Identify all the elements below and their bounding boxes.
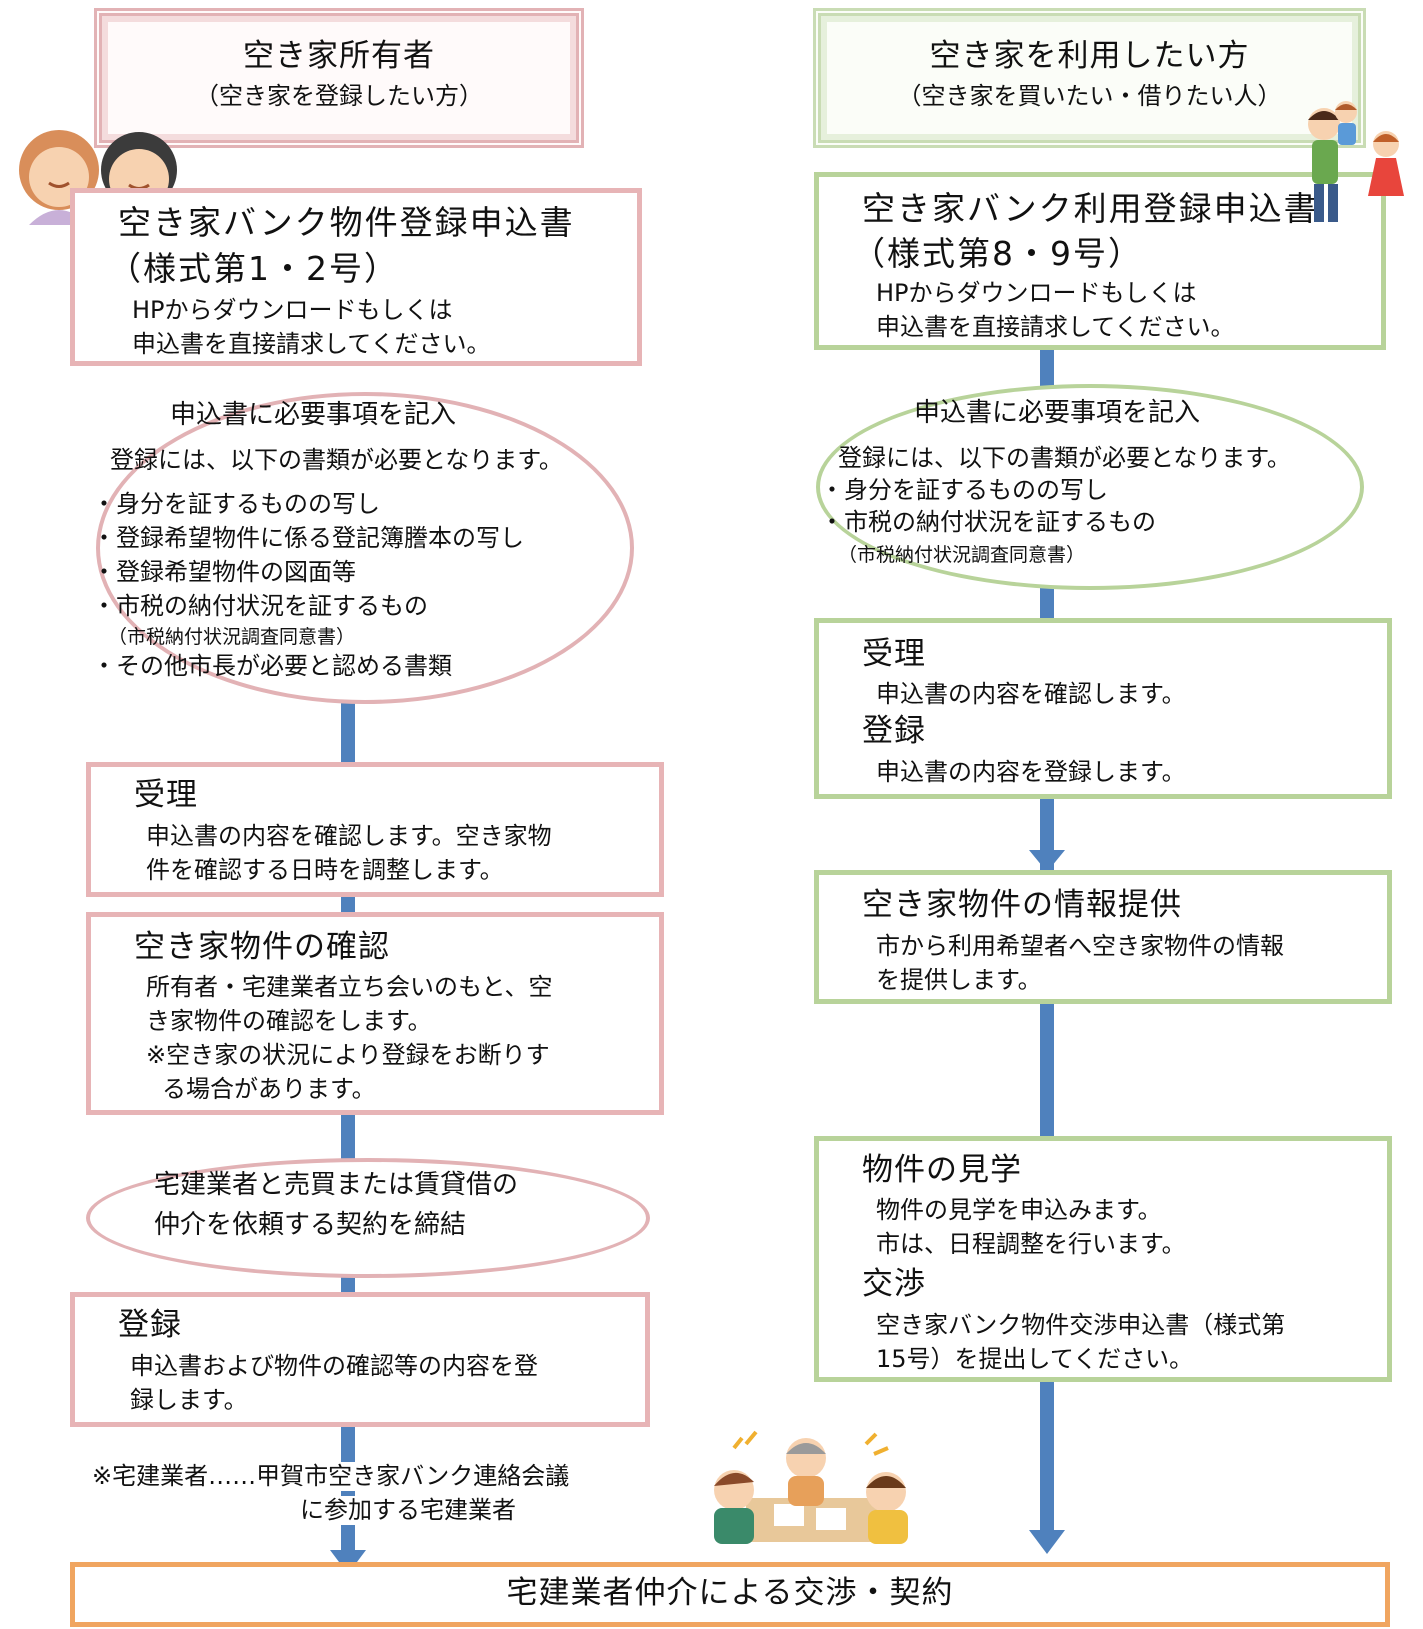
left-step1-title: 空き家バンク物件登録申込書 <box>118 203 575 242</box>
right-header-box <box>813 8 1366 148</box>
left-step5-line2: 仲介を依頼する契約を締結 <box>154 1210 467 1240</box>
left-step6-title: 登録 <box>118 1307 182 1343</box>
left-step2-intro: 登録には、以下の書類が必要となります。 <box>110 446 563 474</box>
right-step2-item-3: （市税納付状況調査同意書） <box>838 544 1086 566</box>
left-step4-body-line4: る場合があります。 <box>162 1075 376 1103</box>
left-step6-body-line2: 録します。 <box>130 1386 248 1414</box>
right-step4-body-line2: を提供します。 <box>876 966 1042 994</box>
left-step6-body-line1: 申込書および物件の確認等の内容を登 <box>130 1352 538 1380</box>
right-step1-title: 空き家バンク利用登録申込書 <box>862 189 1319 228</box>
left-header-subtitle: （空き家を登録したい方） <box>195 82 483 110</box>
left-step1-body-line2: 申込書を直接請求してください。 <box>132 330 491 358</box>
right-step3b-title: 登録 <box>862 713 926 749</box>
right-step5-body-line1: 物件の見学を申込みます。 <box>876 1196 1162 1224</box>
right-step2-oval <box>816 384 1364 590</box>
right-step4-title: 空き家物件の情報提供 <box>862 887 1182 923</box>
right-step2-item-2: ・市税の納付状況を証するもの <box>820 508 1156 536</box>
final-title: 宅建業者仲介による交渉・契約 <box>506 1575 954 1611</box>
left-header-title: 空き家所有者 <box>243 38 435 74</box>
left-step1-form-number: （様式第1・2号） <box>108 249 399 288</box>
left-note-line2: に参加する宅建業者 <box>300 1496 516 1525</box>
left-step1-body-line1: HPからダウンロードもしくは <box>132 296 453 324</box>
right-final-arrow-head <box>1029 1530 1065 1554</box>
right-step1-form-number: （様式第8・9号） <box>852 234 1143 273</box>
right-step3-title: 受理 <box>862 636 926 672</box>
right-step3-box <box>814 618 1392 799</box>
left-step2-item-3: ・登録希望物件の図面等 <box>92 558 356 586</box>
left-step2-item-1: ・身分を証するものの写し <box>92 490 380 518</box>
family-illustration <box>1308 101 1404 222</box>
right-step5b-title: 交渉 <box>862 1266 926 1302</box>
right-step5-box <box>814 1136 1392 1382</box>
right-step5b-body-line1: 空き家バンク物件交渉申込書（様式第 <box>876 1311 1286 1339</box>
left-note-line1: ※宅建業者……甲賀市空き家バンク連絡会議 <box>92 1462 570 1491</box>
right-step5-body-line2: 市は、日程調整を行います。 <box>876 1230 1186 1258</box>
left-step4-body-line2: き家物件の確認をします。 <box>146 1007 432 1035</box>
right-step4-body-line1: 市から利用希望者へ空き家物件の情報 <box>876 932 1284 960</box>
left-step2-oval <box>96 392 634 704</box>
right-header-subtitle: （空き家を買いたい・借りたい人） <box>897 82 1282 110</box>
right-step3-body: 申込書の内容を確認します。 <box>876 680 1186 708</box>
left-step1-box <box>70 188 642 366</box>
left-step2-title: 申込書に必要事項を記入 <box>170 400 457 430</box>
left-step5-line1: 宅建業者と売買または賃貸借の <box>154 1170 519 1200</box>
left-step6-box <box>70 1292 650 1427</box>
left-step3-body-line1: 申込書の内容を確認します。空き家物 <box>146 822 552 850</box>
left-step3-box <box>86 762 664 897</box>
left-header-box <box>94 8 584 148</box>
left-step3-title: 受理 <box>134 777 198 813</box>
left-step2-item-6: ・その他市長が必要と認める書類 <box>92 652 452 680</box>
right-step1-body-line2: 申込書を直接請求してください。 <box>876 313 1235 341</box>
right-mid-arrow-head <box>1029 850 1065 872</box>
left-step4-body-line1: 所有者・宅建業者立ち会いのもと、空 <box>146 973 553 1001</box>
right-step5b-body-line2: 15号）を提出してください。 <box>876 1345 1194 1373</box>
left-step3-body-line2: 件を確認する日時を調整します。 <box>146 856 504 884</box>
left-step5-oval <box>86 1158 650 1278</box>
right-step2-item-1: ・身分を証するものの写し <box>820 476 1108 504</box>
right-step2-intro: 登録には、以下の書類が必要となります。 <box>838 444 1291 472</box>
right-step4-box <box>814 870 1392 1004</box>
right-step5-title: 物件の見学 <box>862 1152 1022 1188</box>
left-step2-item-4: ・市税の納付状況を証するもの <box>92 592 428 620</box>
left-step2-item-2: ・登録希望物件に係る登記簿謄本の写し <box>92 524 524 552</box>
left-step4-title: 空き家物件の確認 <box>134 929 390 965</box>
right-step1-box <box>814 172 1386 350</box>
right-step3b-body: 申込書の内容を登録します。 <box>876 758 1186 786</box>
right-header-title: 空き家を利用したい方 <box>929 38 1250 74</box>
left-step4-body-line3: ※空き家の状況により登録をお断りす <box>146 1041 550 1069</box>
right-step1-body-line1: HPからダウンロードもしくは <box>876 279 1197 307</box>
left-step4-box <box>86 912 664 1115</box>
left-step2-item-5: （市税納付状況調査同意書） <box>108 626 356 648</box>
meeting-illustration <box>714 1430 908 1544</box>
right-step2-title: 申込書に必要事項を記入 <box>914 398 1201 428</box>
final-box <box>70 1562 1390 1627</box>
